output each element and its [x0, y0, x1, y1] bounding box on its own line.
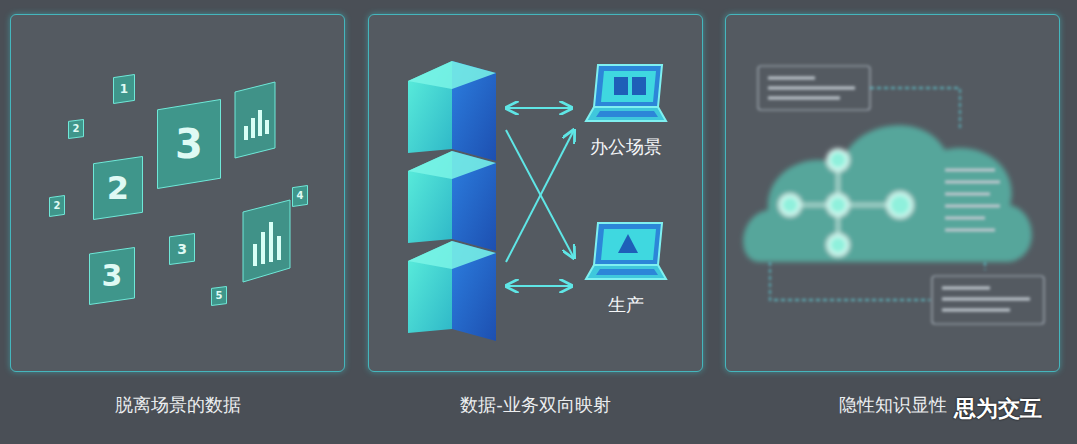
panel-caption: 数据-业务双向映射: [369, 393, 702, 417]
number-tile: 2: [68, 119, 84, 139]
panel: 脱离场景的数据123224335: [10, 14, 345, 372]
cube-face: [408, 151, 496, 179]
number-tile: 5: [211, 286, 227, 306]
panel: 数据-业务双向映射办公场景生产: [368, 14, 703, 372]
laptop-node: 办公场景: [570, 61, 682, 159]
tile-number: 2: [107, 172, 129, 204]
tile-number: 3: [175, 124, 203, 164]
knowledge-cloud: [743, 125, 1032, 262]
tile-shape: [69, 120, 84, 139]
number-tile: 3: [157, 99, 221, 189]
panel-ground: [10, 14, 345, 372]
laptop-node: 生产: [570, 219, 682, 317]
mapping-arrow: [506, 130, 574, 262]
tile-shape: [50, 196, 65, 217]
blurred-notes: [758, 66, 1044, 324]
panel: 隐性知识显性: [725, 14, 1060, 372]
watermark: 思为交互: [954, 394, 1042, 424]
scene-label: 生产: [570, 293, 682, 317]
number-tile: 2: [93, 156, 143, 220]
tile-number: 3: [177, 242, 187, 256]
chart-tile: [235, 82, 275, 158]
laptop-icon: [584, 219, 668, 285]
cube-face: [408, 241, 496, 269]
data-cubes: [408, 61, 496, 341]
panel-caption: 脱离场景的数据: [11, 393, 344, 417]
tile-number: 2: [73, 124, 80, 134]
tile-number: 2: [54, 201, 61, 211]
number-tile: 3: [89, 247, 135, 305]
mapping-arrow: [506, 107, 572, 109]
number-tile: 4: [292, 185, 308, 207]
tile-shape: [90, 248, 135, 305]
tile-number: 1: [120, 83, 128, 95]
laptop-icon: [584, 61, 668, 127]
tile-shape: [94, 157, 143, 220]
tile-number: 3: [102, 261, 123, 291]
panel-ground: [725, 14, 1060, 372]
tile-shape: [212, 287, 227, 306]
tile-number: 5: [216, 291, 223, 301]
number-tile: 3: [169, 233, 195, 265]
cube-face: [408, 61, 496, 89]
tile-shape: [293, 186, 308, 207]
chart-tile: [243, 200, 290, 282]
tile-shape: [158, 100, 221, 189]
mapping-arrows: [506, 108, 574, 286]
number-tile: 1: [113, 74, 135, 104]
tile-shape: [114, 75, 135, 104]
tile-shape: [170, 234, 195, 265]
number-tile: 2: [49, 195, 65, 217]
panel-ground: [368, 14, 703, 372]
tile-number: 4: [297, 191, 304, 201]
scene-label: 办公场景: [570, 135, 682, 159]
mapping-arrow: [506, 285, 572, 287]
